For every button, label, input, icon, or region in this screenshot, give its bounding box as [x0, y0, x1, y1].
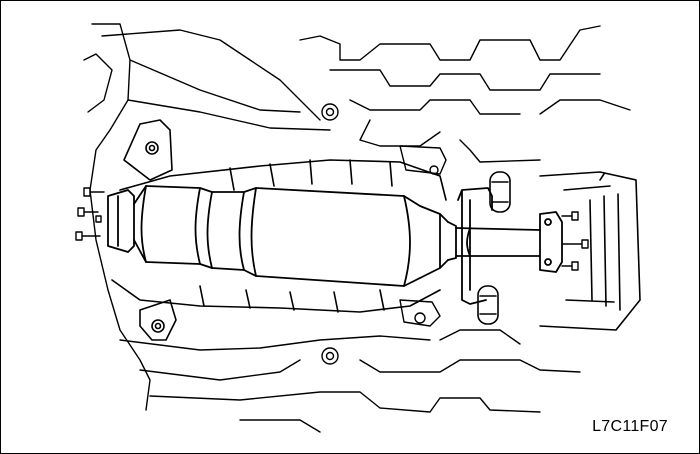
- rear-flange: [539, 211, 563, 273]
- lower-heat-shield-bracket: [139, 299, 177, 341]
- floor-pan-outline: [83, 23, 631, 433]
- front-flange-nuts: [75, 187, 105, 241]
- heat-shield: [111, 159, 447, 313]
- catalytic-converter: [107, 185, 457, 287]
- lower-rubber-hanger: [477, 285, 499, 325]
- muffler-section: [539, 171, 641, 331]
- heat-shield-clips: [399, 145, 447, 327]
- figure-code-label: L7C11F07: [592, 418, 668, 435]
- upper-rubber-hanger: [489, 171, 511, 213]
- rear-flange-nuts: [561, 211, 589, 271]
- upper-heat-shield-bracket: [123, 119, 173, 181]
- intermediate-pipe: [455, 187, 541, 305]
